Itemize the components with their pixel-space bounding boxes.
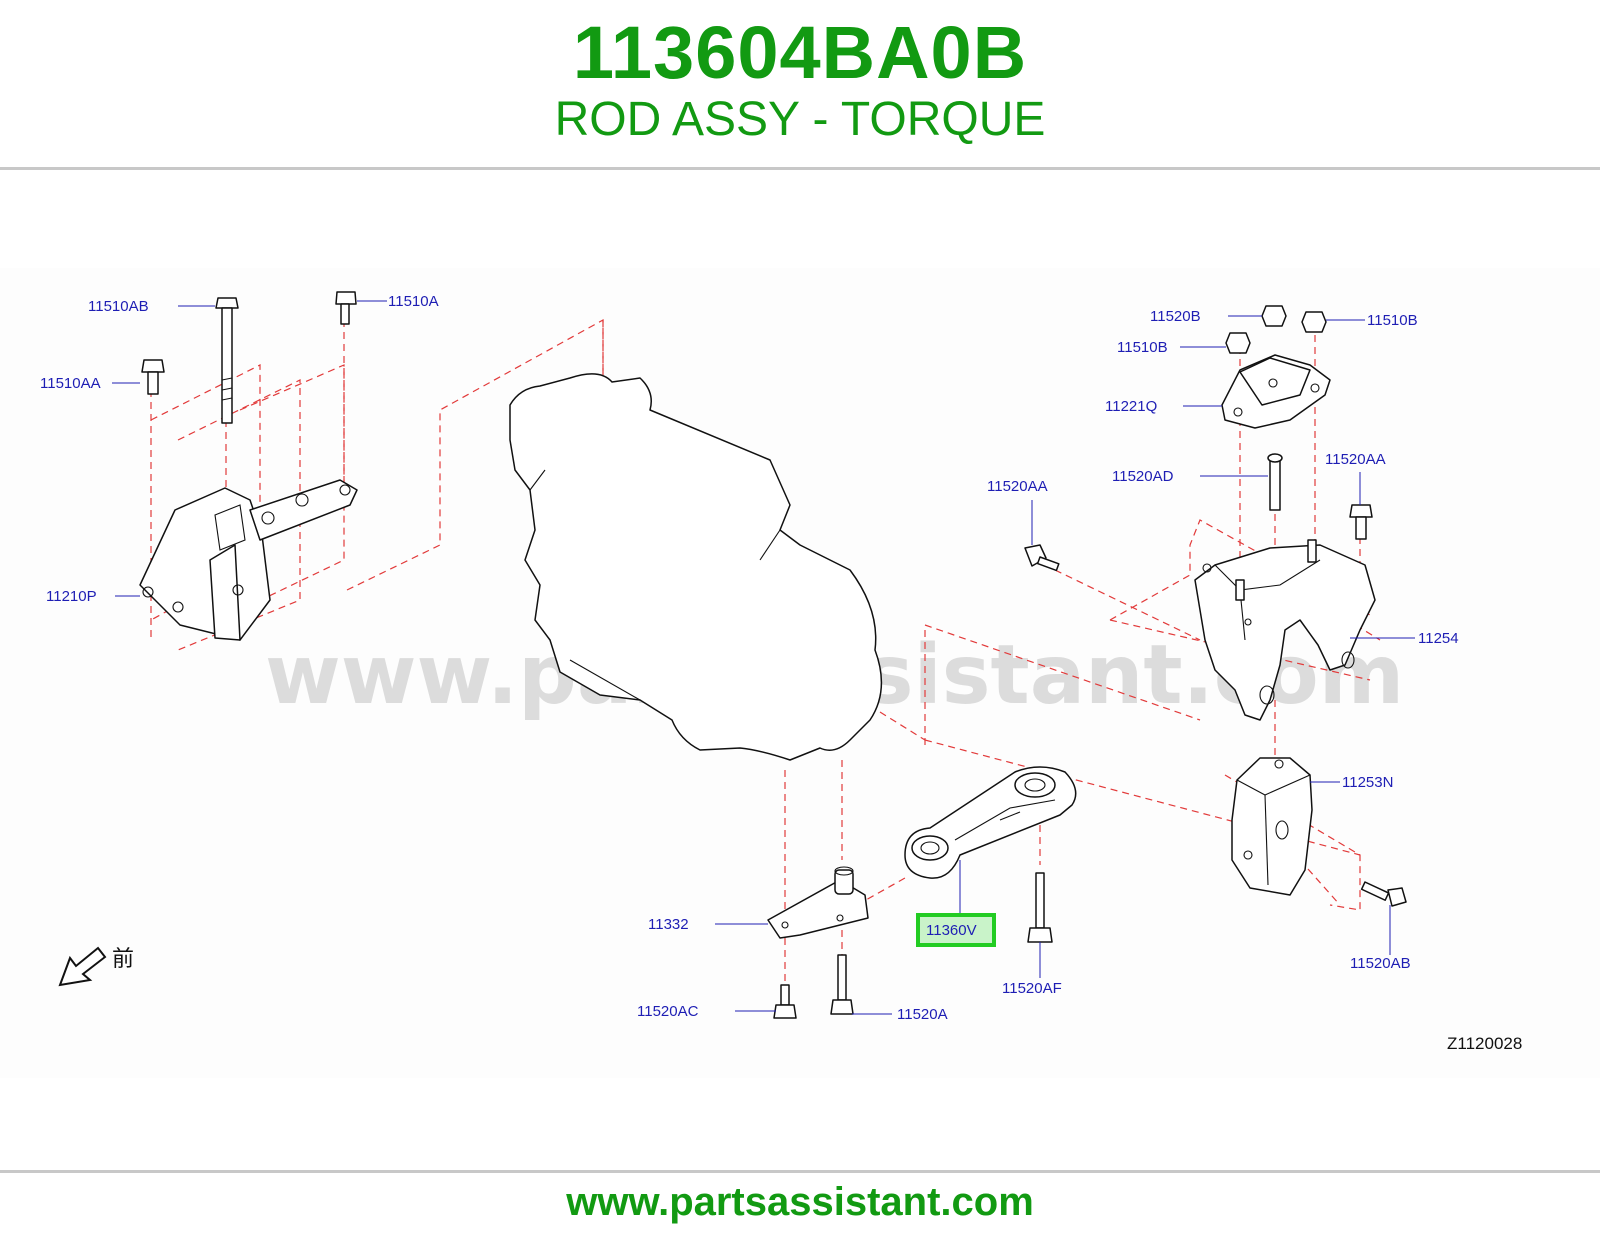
label-11360v[interactable]: 11360V	[926, 922, 977, 939]
label-11520ac[interactable]: 11520AC	[637, 1003, 699, 1020]
left-mount-assembly	[139, 291, 358, 641]
label-11332[interactable]: 11332	[648, 916, 689, 933]
label-11221q[interactable]: 11221Q	[1105, 398, 1157, 415]
label-11254[interactable]: 11254	[1418, 630, 1459, 647]
part-labels: 11510AB 11510A 11510AA 11210P 11520B 115…	[40, 293, 1459, 1023]
page-header: 113604BA0B ROD ASSY - TORQUE	[0, 0, 1600, 168]
label-11520ab[interactable]: 11520AB	[1350, 955, 1411, 972]
label-11520b[interactable]: 11520B	[1150, 308, 1201, 325]
label-11253n[interactable]: 11253N	[1342, 774, 1393, 791]
selected-part-highlight	[916, 913, 996, 947]
part-name-subtitle: ROD ASSY - TORQUE	[554, 93, 1046, 146]
header-divider	[0, 167, 1600, 170]
label-11520ad[interactable]: 11520AD	[1112, 468, 1174, 485]
label-11210p[interactable]: 11210P	[46, 588, 97, 605]
footer-divider	[0, 1170, 1600, 1173]
part-number-title: 113604BA0B	[572, 11, 1028, 94]
label-11510b-right[interactable]: 11510B	[1367, 312, 1418, 329]
label-11510a[interactable]: 11510A	[388, 293, 439, 310]
label-11520af[interactable]: 11520AF	[1002, 980, 1062, 997]
label-11510ab[interactable]: 11510AB	[88, 298, 149, 315]
right-mount-assembly	[1024, 305, 1376, 721]
label-11520aa-right[interactable]: 11520AA	[1325, 451, 1386, 468]
label-11520aa-left[interactable]: 11520AA	[987, 478, 1048, 495]
engine-outline	[509, 373, 883, 761]
torque-rod-assembly	[767, 766, 1077, 1019]
leader-lines	[112, 300, 1415, 1015]
label-11520a[interactable]: 11520A	[897, 1006, 948, 1023]
label-11510aa[interactable]: 11510AA	[40, 375, 101, 392]
front-direction-arrow: 前	[58, 946, 134, 987]
front-label: 前	[112, 947, 134, 972]
label-11510b-left[interactable]: 11510B	[1117, 339, 1168, 356]
lower-right-mount	[1231, 757, 1407, 907]
diagram-code: Z1120028	[1447, 1034, 1522, 1053]
footer-website-link[interactable]: www.partsassistant.com	[566, 1180, 1034, 1224]
